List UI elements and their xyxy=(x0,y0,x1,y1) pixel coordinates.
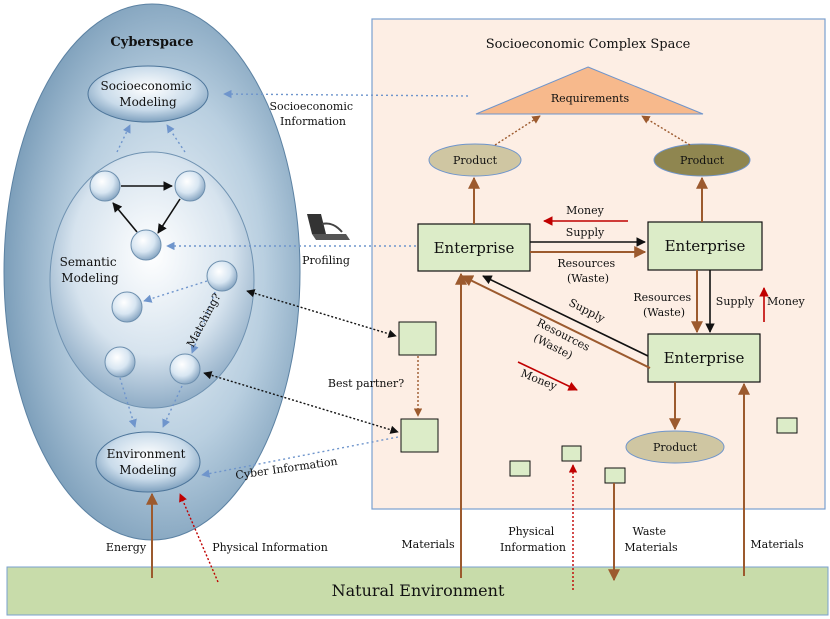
semantic-dotted-link xyxy=(143,280,208,303)
materials-label-right: Materials xyxy=(750,538,804,551)
semantic-edge xyxy=(157,198,181,234)
product-to-requirements xyxy=(494,115,541,146)
small-agent xyxy=(509,460,531,477)
semantic-edge xyxy=(112,202,138,233)
enterprise-label-left: Enterprise xyxy=(434,239,515,257)
physical-information-mid-label: Physical Information xyxy=(500,525,566,554)
matching-dotted-arrow xyxy=(203,371,399,434)
enterprise-box-bottom xyxy=(647,333,761,383)
semantic-modeling-label: Semantic Modeling xyxy=(60,255,121,285)
semantic-node xyxy=(89,170,121,202)
resources-label-vertical: Resources (Waste) xyxy=(633,291,694,319)
natural-environment-bar xyxy=(6,566,829,616)
money-label-vertical: Money xyxy=(767,295,805,308)
product-node-right xyxy=(653,143,751,177)
semantic-node xyxy=(174,170,206,202)
matching-dotted-arrow xyxy=(246,289,397,338)
socioeconomic-information-link xyxy=(223,89,469,99)
energy-label: Energy xyxy=(106,541,147,554)
product-node-bottom xyxy=(625,430,725,464)
resources-arrow-diagonal xyxy=(460,275,651,369)
enterprise-label-right: Enterprise xyxy=(665,237,746,255)
materials-label-left: Materials xyxy=(401,538,455,551)
environment-modeling-label: Environment Modeling xyxy=(107,447,190,477)
agent-box xyxy=(400,418,439,453)
money-label-top: Money xyxy=(566,204,604,217)
environment-modeling-node xyxy=(95,431,201,493)
waste-materials-label: Waste Materials xyxy=(624,525,678,554)
money-arrow-diagonal xyxy=(517,361,578,391)
supply-arrow-diagonal xyxy=(482,275,649,357)
product-node-left xyxy=(428,143,522,177)
agent-box xyxy=(398,321,437,356)
dotted-to-env-model xyxy=(119,377,137,428)
enterprise-box-right xyxy=(647,221,763,271)
semantic-node xyxy=(130,229,162,261)
resources-label-top: Resources (Waste) xyxy=(557,257,618,285)
natural-environment-label: Natural Environment xyxy=(332,581,505,600)
enterprise-label-bottom: Enterprise xyxy=(664,349,745,367)
small-agent xyxy=(604,467,626,484)
laptop-icon xyxy=(307,214,350,240)
dotted-to-socio-model xyxy=(166,124,186,153)
best-partner-label: Best partner? xyxy=(328,377,404,390)
cyberspace-title: Cyberspace xyxy=(110,35,193,50)
small-agent xyxy=(561,445,582,462)
enterprise-box-left xyxy=(417,223,531,272)
requirements-label: Requirements xyxy=(551,92,630,105)
socioeconomic-modeling-label: Socioeconomic Modeling xyxy=(101,79,196,109)
supply-label-vertical: Supply xyxy=(716,295,755,308)
product-label-bottom: Product xyxy=(653,441,698,454)
semantic-node xyxy=(104,346,136,378)
socioeconomic-modeling-node xyxy=(87,65,209,123)
supply-label-top: Supply xyxy=(566,226,605,239)
profiling-label: Profiling xyxy=(302,254,350,267)
semantic-node xyxy=(111,291,143,323)
socioeconomic-space-title: Socioeconomic Complex Space xyxy=(486,37,691,52)
small-agent xyxy=(776,417,798,434)
semantic-node xyxy=(206,260,238,292)
product-to-requirements xyxy=(641,115,691,146)
semantic-dotted-link xyxy=(190,291,216,354)
socioeconomic-information-label: Socioeconomic Information xyxy=(269,100,356,128)
semantic-node xyxy=(169,353,201,385)
requirements-triangle xyxy=(475,66,704,115)
product-label-left: Product xyxy=(453,154,498,167)
product-label-right: Product xyxy=(680,154,725,167)
physical-information-left-label: Physical Information xyxy=(212,541,328,554)
cyber-information-link xyxy=(201,436,399,478)
semantic-space-ellipse xyxy=(49,151,255,409)
